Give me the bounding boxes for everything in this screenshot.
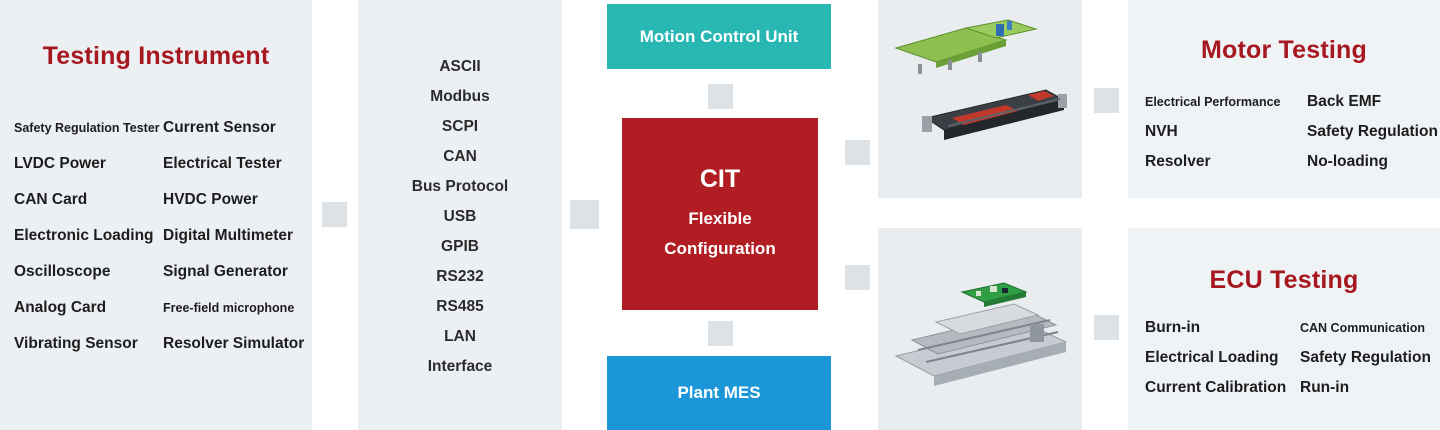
connector-fixture-motor-testing [1094,88,1119,113]
testing-instrument-item: HVDC Power [163,191,258,208]
ecu-testing-item: Safety Regulation [1300,349,1431,366]
cit-subtitle-line1: Flexible [688,208,752,228]
ecu-test-fixture-image [894,282,1068,386]
testing-instrument-item: LVDC Power [14,155,106,172]
testing-instrument-item: Electrical Tester [163,155,282,172]
testing-instrument-panel: Testing Instrument Safety Regulation Tes… [0,0,312,430]
plant-mes-box: Plant MES [607,356,831,430]
motion-control-unit-label: Motion Control Unit [639,26,799,46]
ecu-testing-panel: ECU Testing Burn-in Electrical Loading C… [1128,228,1440,430]
connector-cit-ecu-fixture [845,265,870,290]
connector-cit-mes [708,321,733,346]
cit-box: CIT Flexible Configuration [622,118,818,310]
protocol-item: SCPI [441,118,479,135]
testing-instrument-item: Safety Regulation Tester [14,121,160,135]
testing-instrument-title: Testing Instrument [42,42,270,70]
motor-testing-item: Electrical Performance [1145,95,1281,109]
testing-instrument-item: Current Sensor [163,119,276,136]
protocol-item: RS232 [436,268,484,285]
protocol-item: Bus Protocol [411,178,509,195]
protocol-item: USB [443,208,477,225]
testing-instrument-item: Oscilloscope [14,263,111,280]
motor-testing-item: Safety Regulation [1307,123,1438,140]
ecu-testing-title: ECU Testing [1209,266,1359,294]
motor-testing-item: Resolver [1145,153,1211,170]
motor-testing-panel: Motor Testing Electrical Performance NVH… [1128,0,1440,198]
motor-test-fixture-image [894,19,1067,140]
ecu-test-fixture-panel [878,228,1082,430]
ecu-testing-item: CAN Communication [1300,321,1425,335]
protocol-item: GPIB [441,238,479,255]
testing-instrument-item: Digital Multimeter [163,227,294,244]
plant-mes-label: Plant MES [677,383,761,402]
motor-testing-item: No-loading [1307,153,1388,170]
motor-testing-title: Motor Testing [1200,36,1367,64]
connector-fixture-ecu-testing [1094,315,1119,340]
ecu-testing-column-1: Burn-in Electrical Loading Current Calib… [1145,313,1286,403]
testing-instrument-item: CAN Card [14,191,88,208]
protocol-item: Interface [427,358,493,375]
ecu-testing-item: Burn-in [1145,319,1201,336]
motor-testing-item: NVH [1145,123,1178,140]
ecu-testing-item: Run-in [1300,379,1350,396]
cit-title: CIT [699,164,741,193]
connector-instrument-protocol [322,202,347,227]
testing-instrument-item: Electronic Loading [14,227,154,244]
protocol-item: LAN [444,328,476,345]
ecu-testing-item: Electrical Loading [1145,349,1279,366]
ecu-testing-item: Current Calibration [1145,379,1287,396]
testing-instrument-column-1: Safety Regulation Tester LVDC Power CAN … [14,110,160,362]
bus-protocol-panel: ASCII Modbus SCPI CAN Bus Protocol USB G… [358,0,562,430]
connector-cit-motor-fixture [845,140,870,165]
protocol-item: Modbus [430,88,490,105]
protocol-item: RS485 [436,298,484,315]
motor-testing-column-1: Electrical Performance NVH Resolver [1145,87,1281,177]
connector-mcu-cit [708,84,733,109]
connector-protocol-cit [570,200,599,229]
ecu-testing-column-2: CAN Communication Safety Regulation Run-… [1300,313,1431,403]
cit-subtitle-line2: Configuration [664,238,776,258]
motor-testing-item: Back EMF [1307,93,1382,110]
motor-testing-column-2: Back EMF Safety Regulation No-loading [1307,87,1438,177]
testing-instrument-item: Free-field microphone [163,301,295,315]
testing-instrument-column-2: Current Sensor Electrical Tester HVDC Po… [163,110,304,362]
protocol-list: ASCII Modbus SCPI CAN Bus Protocol USB G… [358,52,562,382]
protocol-item: ASCII [439,58,481,75]
motor-test-fixture-panel [878,0,1082,198]
motion-control-unit-box: Motion Control Unit [607,4,831,69]
testing-instrument-item: Vibrating Sensor [14,335,138,352]
protocol-item: CAN [443,148,477,165]
testing-instrument-item: Signal Generator [163,263,288,280]
testing-instrument-item: Analog Card [14,299,107,316]
testing-instrument-item: Resolver Simulator [163,335,305,352]
